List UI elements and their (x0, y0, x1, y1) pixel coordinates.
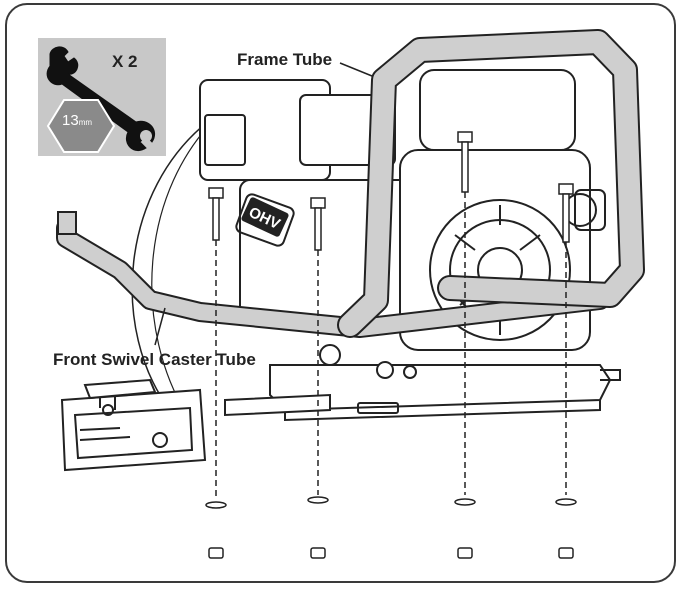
bolt-column-3 (454, 131, 476, 559)
socket-size: 13mm (62, 112, 92, 129)
hex-socket-icon (46, 99, 116, 153)
bolt-column-1 (205, 187, 227, 559)
frame-tube-label: Frame Tube (237, 50, 333, 69)
socket-size-value: 13 (62, 112, 79, 129)
wrench-quantity: X 2 (112, 52, 138, 71)
frame-tube-leader (339, 62, 373, 77)
tool-badge: X 2 13mm (38, 38, 166, 156)
base-plate (224, 344, 621, 422)
ohv-mark: OHV (241, 197, 289, 237)
bolt-column-2 (307, 197, 329, 559)
frame-tube (337, 29, 645, 338)
caster-tube-leader (154, 307, 166, 346)
front-swivel-caster-tube-label: Front Swivel Caster Tube (53, 350, 256, 369)
caster-bracket (60, 378, 207, 472)
wrench-icon (46, 46, 156, 152)
bolt-column-4 (555, 183, 577, 559)
hardware-set (205, 131, 577, 559)
socket-size-unit: mm (78, 118, 93, 127)
